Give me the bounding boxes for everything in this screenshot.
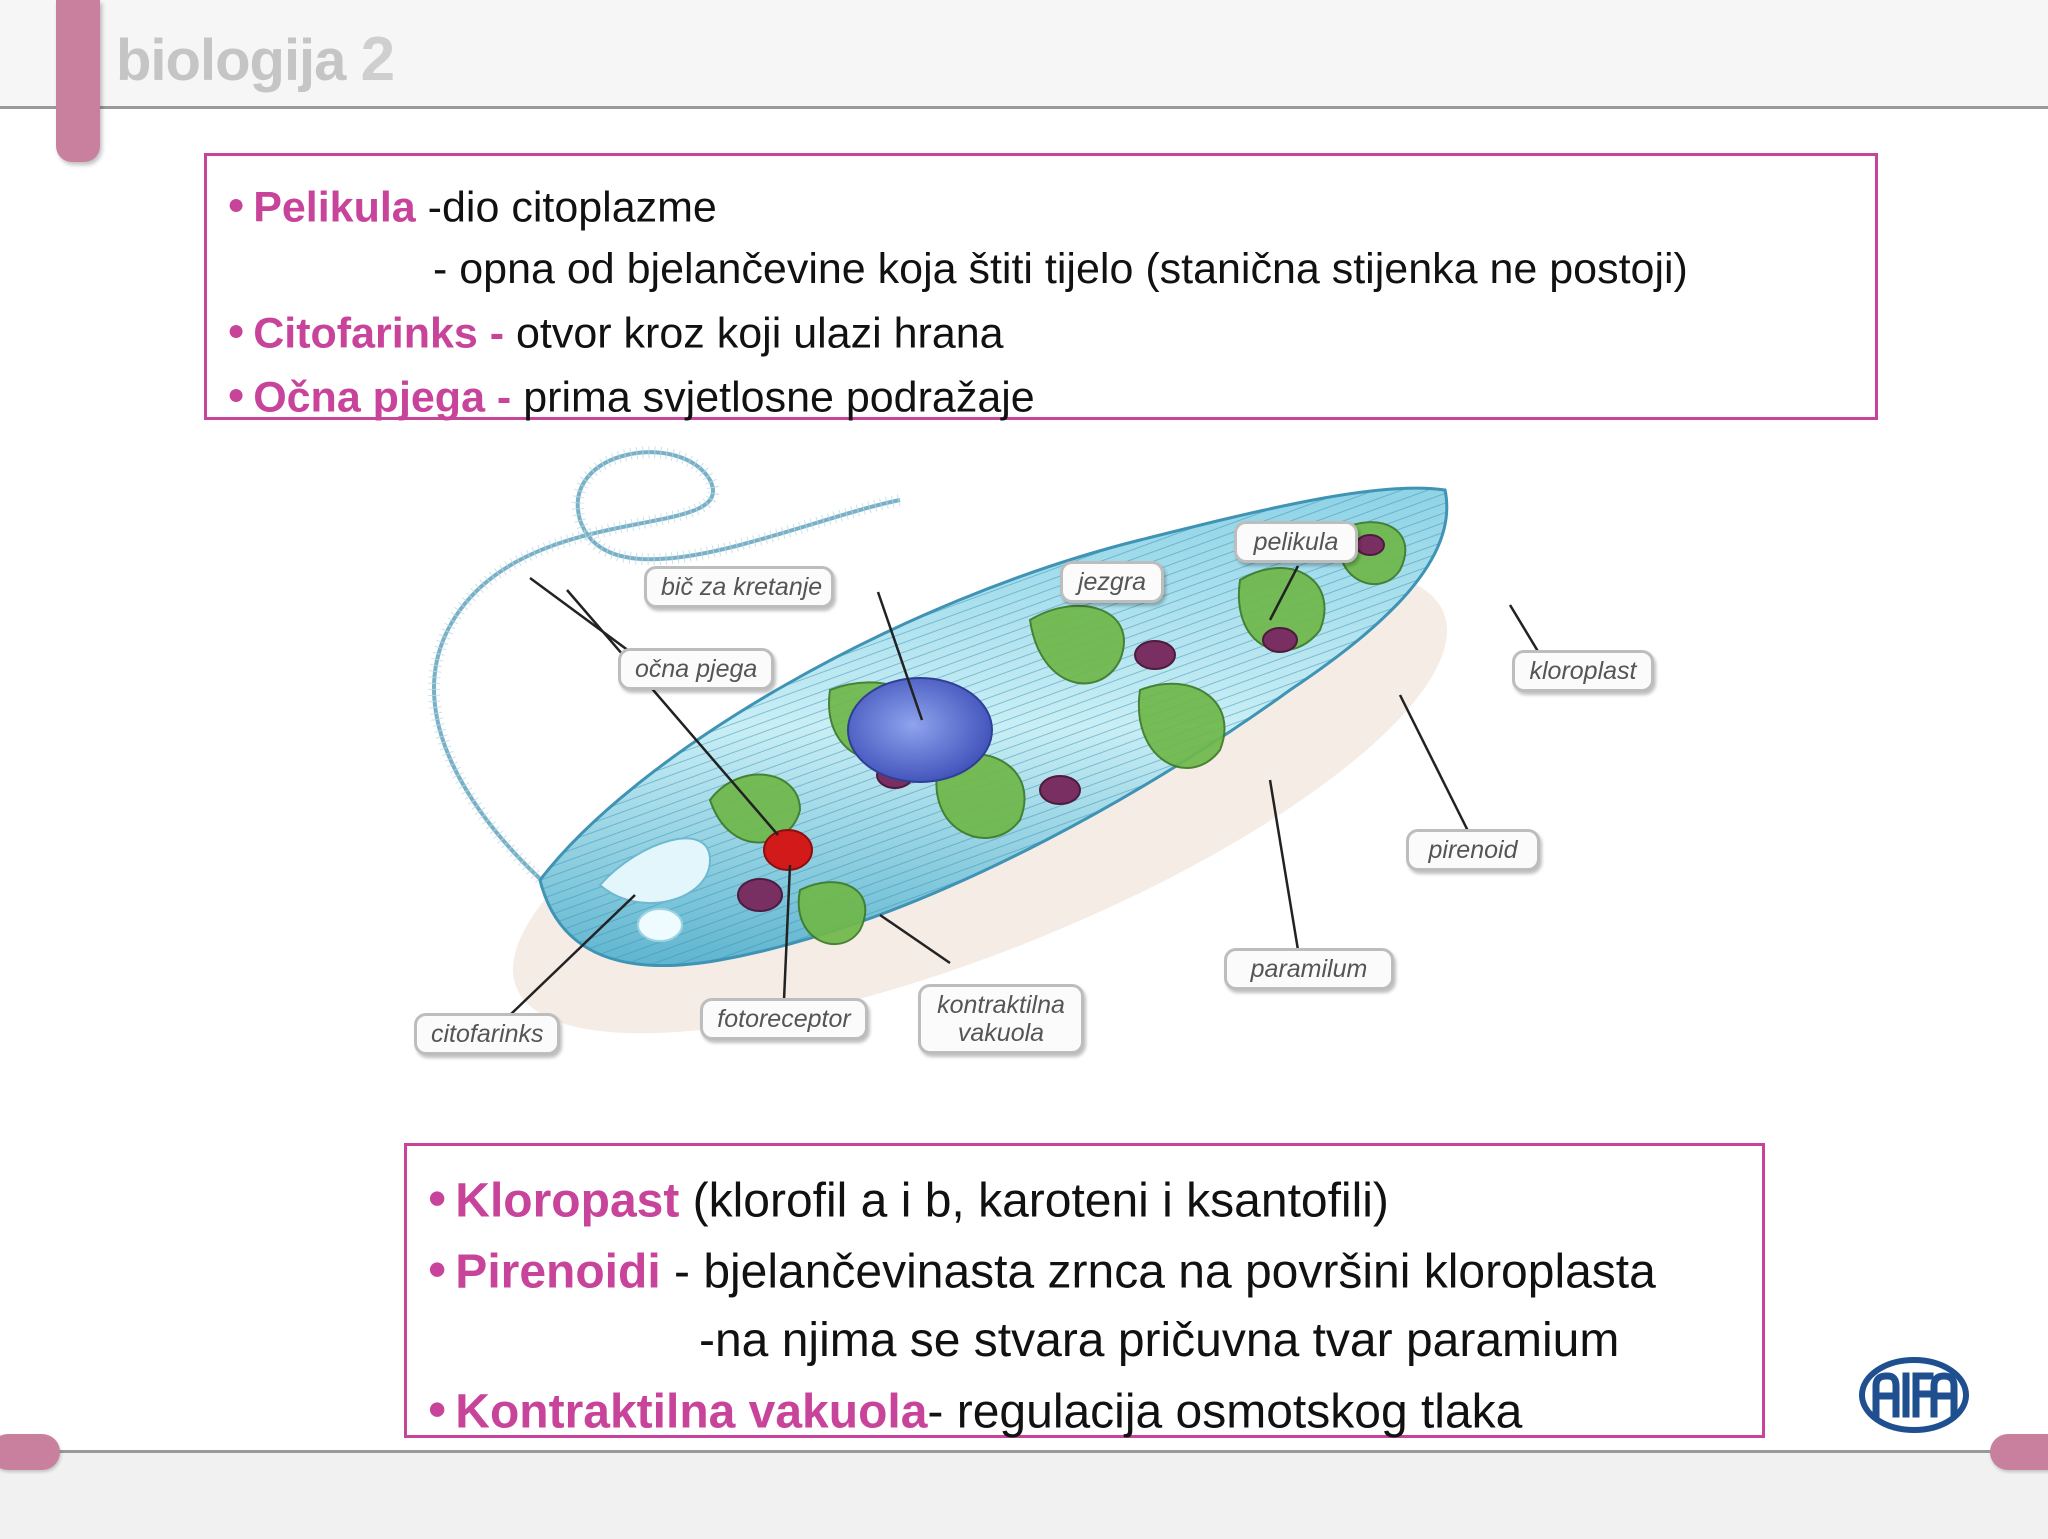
info-line-pelikula: ●Pelikula -dio citoplazme — [227, 183, 717, 232]
euglena-diagram — [427, 446, 1544, 1034]
info-line-kloroplast: ●Kloropast (klorofil a i b, karoteni i k… — [427, 1174, 1389, 1228]
label-pelikula: pelikula — [1234, 521, 1358, 563]
label-bic-za-kretanje: bič za kretanje — [644, 566, 834, 608]
info-box-top: ●Pelikula -dio citoplazme - opna od bjel… — [204, 153, 1878, 422]
label-fotoreceptor: fotoreceptor — [700, 998, 868, 1040]
info-line-citofarinks: ●Citofarinks - otvor kroz koji ulazi hra… — [227, 309, 1004, 358]
info-line-pirenoidi: ●Pirenoidi - bjelančevinasta zrnca na po… — [427, 1245, 1656, 1299]
label-citofarinks: citofarinks — [414, 1013, 560, 1055]
info-line-kontraktilna: ●Kontraktilna vakuola- regulacija osmots… — [427, 1385, 1523, 1439]
brand-title: biologija 2 — [116, 25, 395, 94]
label-ocna-pjega: očna pjega — [618, 648, 774, 690]
footer-pill-right — [1990, 1434, 2048, 1470]
alfa-logo-icon — [1859, 1357, 1969, 1433]
flagellum — [431, 450, 901, 937]
label-kloroplast: kloroplast — [1512, 650, 1654, 692]
reservoir — [598, 837, 712, 904]
nucleus — [847, 677, 993, 783]
label-jezgra: jezgra — [1060, 561, 1164, 603]
info-line-ocna-pjega: ●Očna pjega - prima svjetlosne podražaje — [227, 373, 1035, 422]
contractile-vacuole — [637, 908, 683, 942]
info-line-pelikula-2: - opna od bjelančevine koja štiti tijelo… — [433, 244, 1688, 293]
header-tab-decoration — [56, 0, 100, 162]
info-line-pirenoidi-2: -na njima se stvara pričuvna tvar parami… — [699, 1313, 1620, 1367]
info-box-bottom: ●Kloropast (klorofil a i b, karoteni i k… — [404, 1143, 1765, 1438]
eyespot — [763, 829, 813, 871]
label-paramilum: paramilum — [1224, 948, 1394, 990]
header-bar — [0, 0, 2048, 109]
label-pirenoid: pirenoid — [1406, 829, 1540, 871]
footer-bar — [0, 1450, 2048, 1539]
footer-pill-left — [0, 1434, 60, 1470]
